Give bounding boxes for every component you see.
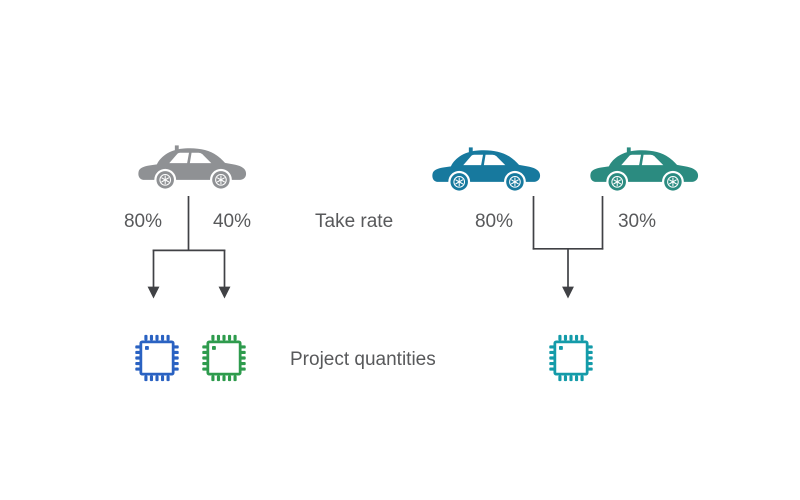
left-rate-80-label: 80%: [123, 211, 163, 232]
teal-chip-icon: [547, 332, 595, 384]
take-rate-label: Take rate: [315, 211, 394, 232]
right-rate-30-label: 30%: [617, 211, 657, 232]
project-quantities-label: Project quantities: [290, 349, 436, 370]
green-chip-icon: [200, 332, 248, 384]
blue-chip-icon: [133, 332, 181, 384]
left-rate-40-label: 40%: [212, 211, 252, 232]
right-rate-80-label: 80%: [474, 211, 514, 232]
